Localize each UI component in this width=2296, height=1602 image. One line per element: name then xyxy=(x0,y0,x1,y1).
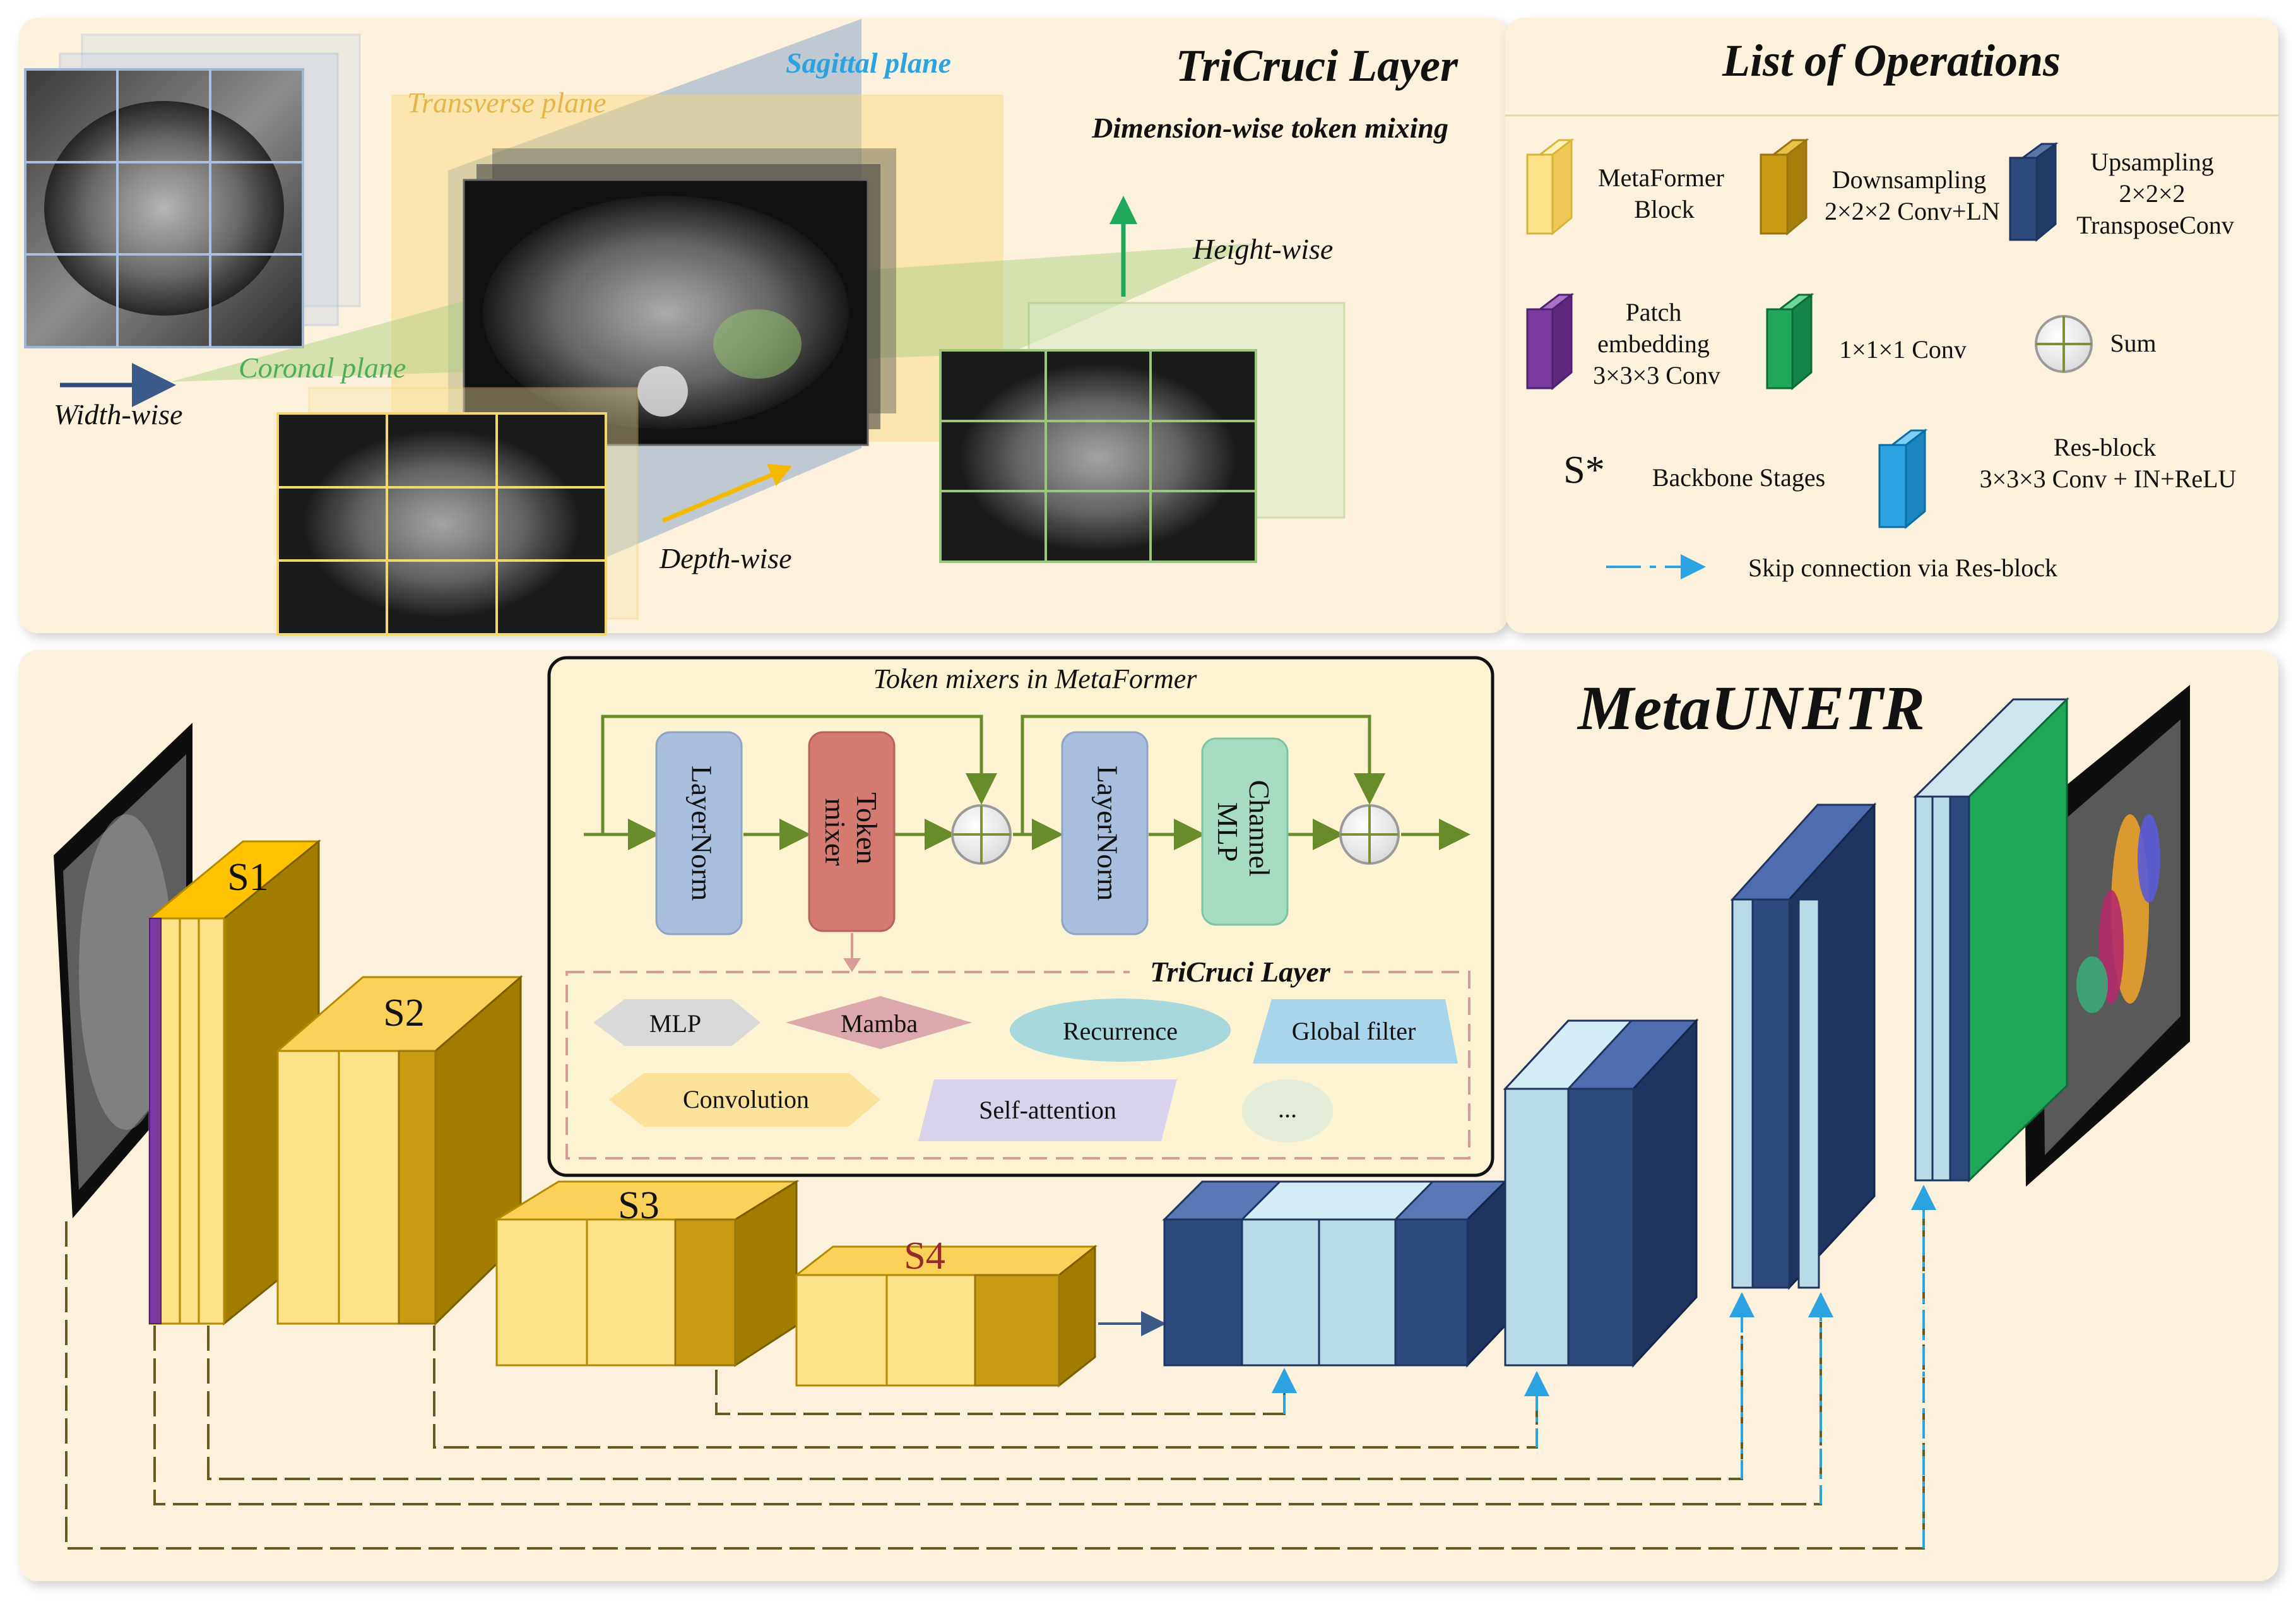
option-recurrence: Recurrence xyxy=(1063,1017,1178,1045)
metaformer-block-icon xyxy=(1526,138,1575,236)
token-mixer-down-arrowhead xyxy=(843,958,861,972)
layernorm-block-1 xyxy=(655,731,743,935)
option-mamba-shape xyxy=(786,996,972,1049)
token-mixer-title: Token mixers in MetaFormer xyxy=(873,663,1198,694)
option-convolution: Convolution xyxy=(683,1085,809,1113)
stage-s4-block: S4 xyxy=(793,1235,1098,1388)
depth-arrow xyxy=(661,468,784,523)
option-mlp-shape xyxy=(593,999,760,1046)
token-mixer-box: Token mixers in MetaFormer LayerNorm Tok… xyxy=(547,656,1494,1177)
stage-s2-block: S2 xyxy=(275,975,524,1326)
layernorm-2-label: LayerNorm xyxy=(1091,766,1123,901)
legend-panel: List of Operations MetaFormer Block Down… xyxy=(1505,18,2278,633)
downsampling-icon xyxy=(1760,138,1809,236)
option-mamba: Mamba xyxy=(841,1009,918,1038)
tricruci-title: TriCruci Layer xyxy=(1176,40,1459,91)
width-wise-cube-stack xyxy=(24,33,361,348)
height-arrowhead xyxy=(1110,196,1137,224)
ct-slice-stack xyxy=(463,148,896,446)
legend-skip-label: Skip connection via Res-block xyxy=(1748,554,2057,582)
sum-node-1 xyxy=(951,804,1012,865)
legend-metaformer-label: MetaFormer Block xyxy=(1598,163,1731,223)
option-global-filter: Global filter xyxy=(1292,1017,1416,1045)
height-label: Height-wise xyxy=(1192,233,1333,265)
option-self-attention: Self-attention xyxy=(979,1096,1116,1124)
legend-stages-label: Backbone Stages xyxy=(1652,463,1825,492)
stage-s4-label: S4 xyxy=(904,1235,945,1278)
metaunetr-panel: MetaUNETR S1 xyxy=(19,650,2278,1581)
channel-mlp-label: Channel MLP xyxy=(1212,780,1275,884)
conv1x1-icon xyxy=(1766,292,1814,391)
legend-title: List of Operations xyxy=(1722,35,2061,86)
depth-arrowhead xyxy=(767,464,792,486)
decoder-block-4 xyxy=(1913,697,2069,1183)
option-convolution-shape xyxy=(609,1073,880,1127)
depth-label: Depth-wise xyxy=(659,542,792,574)
option-more-shape xyxy=(1242,1079,1333,1142)
token-mixer-label: Token mixer xyxy=(819,792,883,872)
decoder-block-1 xyxy=(1162,1179,1508,1368)
decoder-block-3 xyxy=(1730,802,1877,1290)
legend-conv1-label: 1×1×1 Conv xyxy=(1839,335,1967,364)
layernorm-block-2 xyxy=(1061,731,1149,935)
legend-resblock-label: Res-block 3×3×3 Conv + IN+ReLU xyxy=(1980,433,2237,493)
stage-s3-label: S3 xyxy=(618,1184,659,1227)
transverse-label: Transverse plane xyxy=(407,86,607,119)
option-recurrence-shape xyxy=(1010,999,1231,1062)
mixer-options-box xyxy=(565,971,1471,1160)
stage-s3-block: S3 xyxy=(493,1180,800,1367)
legend-sum-label: Sum xyxy=(2110,329,2156,357)
channel-mlp-block xyxy=(1201,737,1289,926)
resblock-icon xyxy=(1878,428,1928,530)
legend-upsampling-label: Upsampling 2×2×2 TransposeConv xyxy=(2076,148,2234,239)
height-wise-cube-stack xyxy=(939,302,1346,563)
tricruci-layer-label: TriCruci Layer xyxy=(1150,956,1331,988)
decoder-block-2 xyxy=(1503,1018,1699,1368)
tricruci-subtitle: Dimension-wise token mixing xyxy=(1091,112,1448,144)
option-more: ... xyxy=(1278,1095,1297,1123)
sagittal-label: Sagittal plane xyxy=(786,47,951,79)
legend-downsampling-label: Downsampling 2×2×2 Conv+LN xyxy=(1825,165,2000,225)
depth-wise-cube-stack xyxy=(276,387,639,636)
patch-embedding-icon xyxy=(1526,292,1575,391)
skip-connections xyxy=(65,1185,1936,1550)
metaunetr-title: MetaUNETR xyxy=(1577,673,1925,743)
option-self-attention-shape xyxy=(918,1079,1177,1141)
coronal-label: Coronal plane xyxy=(239,352,406,384)
option-global-filter-shape xyxy=(1253,999,1458,1064)
option-mlp: MLP xyxy=(649,1009,701,1038)
legend-patch-label: Patch embedding 3×3×3 Conv xyxy=(1593,298,1720,389)
stage-s1-block: S1 xyxy=(146,839,322,1326)
layernorm-1-label: LayerNorm xyxy=(685,766,718,901)
upsampling-icon xyxy=(2009,142,2059,242)
width-label: Width-wise xyxy=(54,398,182,430)
sum-node-2 xyxy=(1339,804,1400,865)
tricruci-panel: TriCruci Layer Dimension-wise token mixi… xyxy=(19,18,1508,636)
stage-s1-label: S1 xyxy=(227,856,268,899)
legend-stage-symbol: S* xyxy=(1563,449,1604,492)
token-mixer-block xyxy=(808,731,896,932)
stage-s2-label: S2 xyxy=(383,992,424,1035)
sum-icon xyxy=(2035,315,2093,373)
